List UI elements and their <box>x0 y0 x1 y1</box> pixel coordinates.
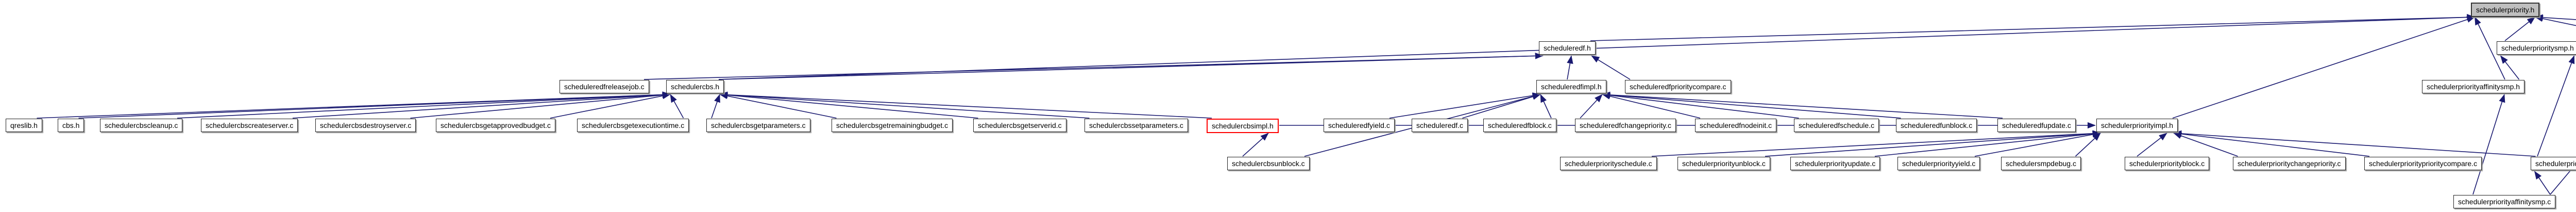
edge-affinitysmp_c-to-smpimpl_h <box>2550 163 2576 195</box>
node-scheduleredfunblock-c[interactable]: scheduleredfunblock.c <box>1896 119 1977 132</box>
edge-cbsgetapprovedbudget_c-to-cbs_h <box>550 92 671 119</box>
node-schedulerprioritychangepriority-c[interactable]: schedulerprioritychangepriority.c <box>2233 157 2346 170</box>
edge-affinitysmp_c-to-affinitysmp_h <box>2472 94 2505 195</box>
node-schedulerpriorityimpl-h[interactable]: schedulerpriorityimpl.h <box>2096 119 2178 132</box>
edge-edf_h-to-priority_h <box>1590 14 2476 41</box>
node-schedulerpriorityunblock-c[interactable]: schedulerpriorityunblock.c <box>1677 157 1770 170</box>
node-scheduleredf-c[interactable]: scheduleredf.c <box>1412 119 1468 132</box>
node-schedulerprioritysmpimpl-h[interactable]: schedulerprioritysmpimpl.h <box>2531 157 2576 170</box>
node-schedulerpriority-h[interactable]: schedulerpriority.h <box>2471 3 2540 17</box>
node-scheduleredfimpl-h[interactable]: scheduleredfimpl.h <box>1536 80 1606 93</box>
node-schedulerpriorityblock-c[interactable]: schedulerpriorityblock.c <box>2125 157 2210 170</box>
edge-priorityupdate_c-to-priorityimpl_h <box>1874 131 2101 157</box>
edge-cbsgetparameters_c-to-cbs_h <box>711 94 720 119</box>
node-schedulerpriorityprioritycompare-c[interactable]: schedulerpriorityprioritycompare.c <box>2364 157 2482 170</box>
edge-cbscreateserver_c-to-cbs_h <box>292 91 671 119</box>
edge-prioritychangepriority_c-to-priorityimpl_h <box>2173 133 2238 157</box>
edge-edfchangepriority_c-to-edfimpl_h <box>1580 94 1603 119</box>
node-schedulercbs-h[interactable]: schedulercbs.h <box>666 80 724 93</box>
node-schedulercbssetparameters-c[interactable]: schedulercbssetparameters.c <box>1084 119 1188 132</box>
edge-cbsunblock_c-to-cbsimpl_h <box>1242 133 1269 157</box>
node-schedulercbsdestroyserver-c[interactable]: schedulercbsdestroyserver.c <box>315 119 416 132</box>
node-schedulercbsgetexecutiontime-c[interactable]: schedulercbsgetexecutiontime.c <box>577 119 689 132</box>
node-scheduleredfschedule-c[interactable]: scheduleredfschedule.c <box>1794 119 1879 132</box>
node-scheduleredfchangepriority-c[interactable]: scheduleredfchangepriority.c <box>1575 119 1676 132</box>
edge-edfnodeinit_c-to-edfimpl_h <box>1602 93 1701 119</box>
edge-edfyield_c-to-edfimpl_h <box>1389 92 1541 119</box>
edge-cbsgetexecutiontime_c-to-cbs_h <box>670 94 684 119</box>
edge-cbsimpl_h-to-cbs_h <box>719 91 1212 119</box>
edge-affinitysmp_h-to-prioritysmp_h <box>2500 55 2520 80</box>
edge-cbsdestroyserver_c-to-cbs_h <box>410 92 671 119</box>
edge-simplesmp_h-to-priority_h <box>2534 14 2576 21</box>
edge-cbsgetremainingbudget_c-to-cbs_h <box>719 92 837 119</box>
edge-edfblock_c-to-edfimpl_h <box>1540 94 1552 119</box>
edge-simple_h-to-priority_h <box>2534 15 2576 26</box>
edge-priorityyield_c-to-priorityimpl_h <box>1974 131 2101 157</box>
node-schedulercbsgetremainingbudget-c[interactable]: schedulercbsgetremainingbudget.c <box>832 119 953 132</box>
edge-edfunblock_c-to-edfimpl_h <box>1602 91 1901 119</box>
edge-prioritysmpimpl_h-to-priorityimpl_h <box>2173 130 2536 157</box>
node-schedulercbsgetserverid-c[interactable]: schedulercbsgetserverid.c <box>973 119 1066 132</box>
edge-edfimpl_h-to-edf_h <box>1567 55 1573 80</box>
node-schedulersmpdebug-c[interactable]: schedulersmpdebug.c <box>2001 157 2081 170</box>
node-scheduleredfupdate-c[interactable]: scheduleredfupdate.c <box>1997 119 2076 132</box>
node-schedulercbsimpl-h[interactable]: schedulercbsimpl.h <box>1207 119 1279 133</box>
edge-affinitysmp_h-to-priority_h <box>2474 17 2505 80</box>
node-schedulerpriorityschedule-c[interactable]: schedulerpriorityschedule.c <box>1560 157 1657 170</box>
node-scheduleredfnodeinit-c[interactable]: scheduleredfnodeinit.c <box>1695 119 1777 132</box>
edge-priorityimpl_h-to-priority_h <box>2172 16 2476 119</box>
edge-smpdebug_c-to-priorityimpl_h <box>2075 133 2101 157</box>
node-schedulerpriorityyield-c[interactable]: schedulerpriorityyield.c <box>1897 157 1980 170</box>
node-scheduleredfyield-c[interactable]: scheduleredfyield.c <box>1324 119 1395 132</box>
edge-priorityprioritycompare_c-to-priorityimpl_h <box>2173 131 2370 157</box>
edge-priorityschedule_c-to-priorityimpl_h <box>1651 130 2101 157</box>
edge-cbs2_h-to-cbs_h <box>78 91 671 119</box>
edge-cbs_h-to-priority_h <box>718 14 2476 80</box>
edge-cbscleanup_c-to-cbs_h <box>177 91 671 119</box>
edge-cbssetparameters_c-to-cbs_h <box>719 91 1090 119</box>
node-schedulerprioritysmp-h[interactable]: schedulerprioritysmp.h <box>2497 41 2576 55</box>
node-schedulercbsunblock-c[interactable]: schedulercbsunblock.c <box>1227 157 1310 170</box>
node-scheduleredfprioritycompare-c[interactable]: scheduleredfprioritycompare.c <box>1625 80 1731 93</box>
edge-prioritysmp_h-to-priority_h <box>2504 17 2536 41</box>
node-cbs-h[interactable]: cbs.h <box>58 119 84 132</box>
node-schedulercbsgetparameters-c[interactable]: schedulercbsgetparameters.c <box>706 119 810 132</box>
edge-edfreleasejob_c-to-edf_h <box>643 53 1544 80</box>
edge-priorityblock_c-to-priorityimpl_h <box>2137 133 2167 157</box>
node-scheduleredf-h[interactable]: scheduleredf.h <box>1539 41 1596 55</box>
edge-affinitysmp_c-to-prioritysmpimpl_h <box>2534 171 2551 195</box>
node-qreslib-h[interactable]: qreslib.h <box>6 119 42 132</box>
edge-prioritysmpimpl_h-to-prioritysmp_h <box>2537 55 2575 157</box>
node-scheduleredfreleasejob-c[interactable]: scheduleredfreleasejob.c <box>560 80 649 93</box>
edge-edfprioritycompare_c-to-edf_h <box>1591 55 1631 80</box>
edge-edfschedule_c-to-edfimpl_h <box>1602 92 1799 119</box>
node-schedulerpriorityupdate-c[interactable]: schedulerpriorityupdate.c <box>1790 157 1880 170</box>
node-schedulercbscleanup-c[interactable]: schedulercbscleanup.c <box>100 119 183 132</box>
node-schedulerpriorityaffinitysmp-c[interactable]: schedulerpriorityaffinitysmp.c <box>2453 195 2556 208</box>
edge-cbsgetserverid_c-to-cbs_h <box>719 92 978 119</box>
node-schedulercbscreateserver-c[interactable]: schedulercbscreateserver.c <box>201 119 298 132</box>
edge-priorityunblock_c-to-priorityimpl_h <box>1765 130 2101 157</box>
node-scheduleredfblock-c[interactable]: scheduleredfblock.c <box>1483 119 1556 132</box>
edge-edfupdate_c-to-edfimpl_h <box>1602 91 2003 119</box>
node-schedulerpriorityaffinitysmp-h[interactable]: schedulerpriorityaffinitysmp.h <box>2422 80 2525 93</box>
node-schedulercbsgetapprovedbudget-c[interactable]: schedulercbsgetapprovedbudget.c <box>436 119 556 132</box>
edge-edf_c-to-edfimpl_h <box>1462 93 1541 119</box>
